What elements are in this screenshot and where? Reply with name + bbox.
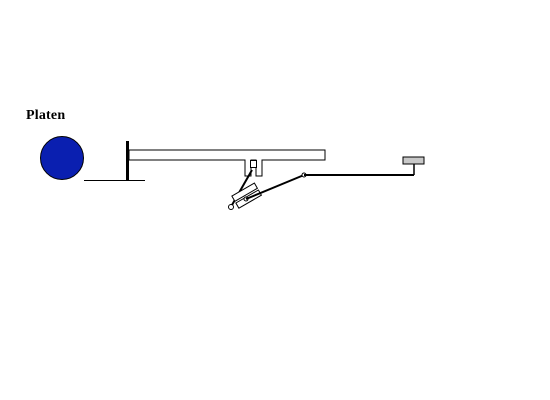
key-pad <box>402 156 425 165</box>
type-bar <box>128 149 326 177</box>
bell-crank <box>231 182 263 209</box>
platen-roller <box>40 136 84 180</box>
connecting-link <box>245 174 305 200</box>
platen-label: Platen <box>26 108 66 123</box>
type-face <box>126 141 129 181</box>
lower-pivot <box>228 204 234 210</box>
type-bar-slot <box>250 160 257 168</box>
